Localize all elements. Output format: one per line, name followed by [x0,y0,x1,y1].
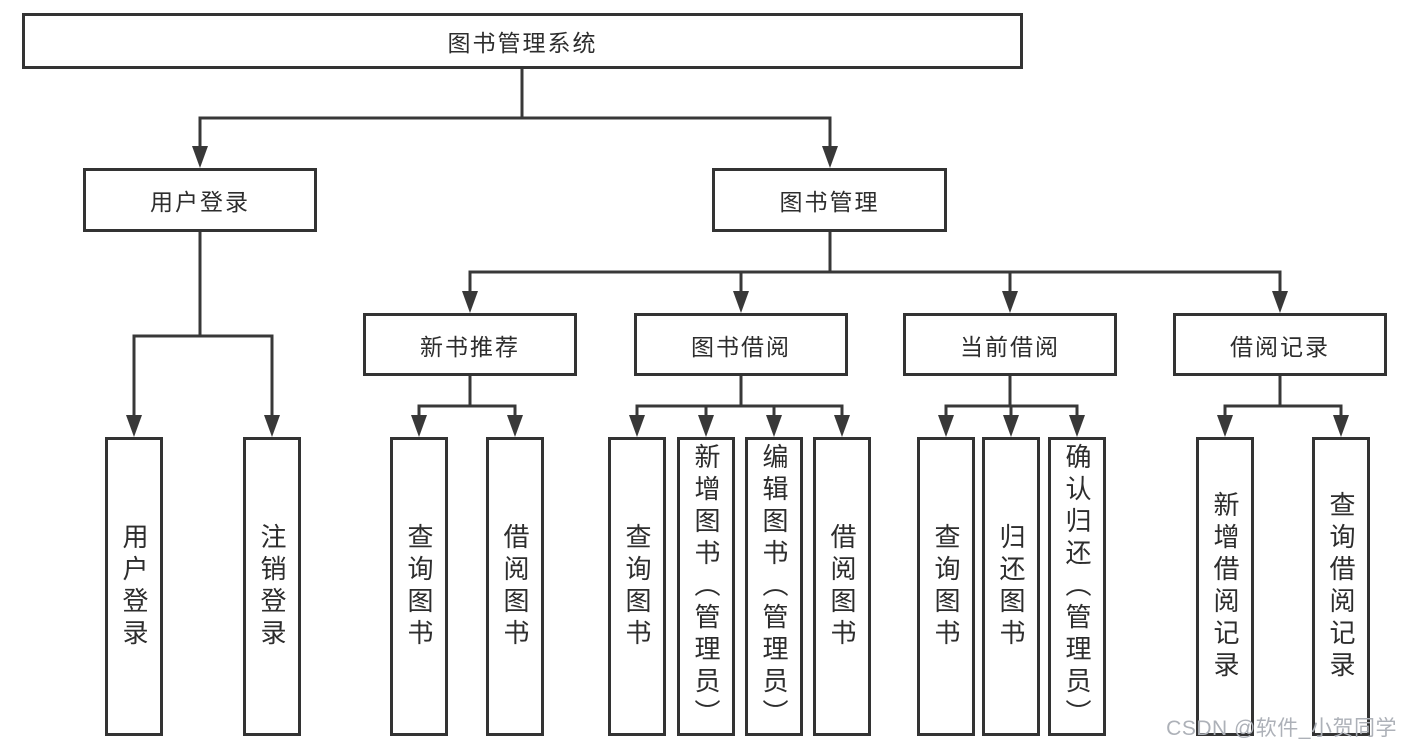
node-new-book-recommend: 新书推荐 [363,313,577,376]
leaf-borrow-book-1-label: 借阅图书 [500,522,530,651]
node-user-login: 用户登录 [83,168,317,232]
leaf-query-borrow-record: 查询借阅记录 [1312,437,1370,736]
leaf-borrow-book-1: 借阅图书 [486,437,544,736]
node-current-borrow: 当前借阅 [903,313,1117,376]
leaf-query-book-2-label: 查询图书 [622,522,652,651]
leaf-query-book-1: 查询图书 [390,437,448,736]
leaf-confirm-return-admin-label: 确认归还（管理员） [1062,442,1092,731]
leaf-return-book: 归还图书 [982,437,1040,736]
leaf-add-book-admin: 新增图书（管理员） [677,437,735,736]
node-book-management-label: 图书管理 [779,189,880,215]
leaf-user-login-label: 用户登录 [119,522,149,651]
leaf-confirm-return-admin: 确认归还（管理员） [1048,437,1106,736]
leaf-borrow-book-2: 借阅图书 [813,437,871,736]
leaf-logout: 注销登录 [243,437,301,736]
node-current-borrow-label: 当前借阅 [960,333,1060,360]
leaf-query-borrow-record-label: 查询借阅记录 [1326,490,1356,683]
leaf-edit-book-admin: 编辑图书（管理员） [745,437,803,736]
node-root-system: 图书管理系统 [22,13,1023,69]
node-borrow-records: 借阅记录 [1173,313,1387,376]
node-book-borrow: 图书借阅 [634,313,848,376]
node-user-login-label: 用户登录 [150,189,250,215]
leaf-query-book-2: 查询图书 [608,437,666,736]
leaf-return-book-label: 归还图书 [996,522,1026,651]
leaf-query-book-3: 查询图书 [917,437,975,736]
leaf-add-book-admin-label: 新增图书（管理员） [691,442,721,731]
leaf-user-login: 用户登录 [105,437,163,736]
leaf-query-book-3-label: 查询图书 [931,522,961,651]
arrowheads [126,146,1349,437]
node-root-label: 图书管理系统 [447,30,598,56]
node-borrow-records-label: 借阅记录 [1230,333,1330,360]
leaf-edit-book-admin-label: 编辑图书（管理员） [759,442,789,731]
node-book-borrow-label: 图书借阅 [691,333,791,360]
leaf-query-book-1-label: 查询图书 [404,522,434,651]
csdn-watermark: CSDN @软件_小贺同学 [1166,717,1397,740]
leaf-logout-label: 注销登录 [257,522,287,651]
leaf-add-borrow-record-label: 新增借阅记录 [1210,490,1240,683]
leaf-add-borrow-record: 新增借阅记录 [1196,437,1254,736]
node-book-management: 图书管理 [712,168,947,232]
node-new-book-recommend-label: 新书推荐 [420,333,520,360]
leaf-borrow-book-2-label: 借阅图书 [827,522,857,651]
